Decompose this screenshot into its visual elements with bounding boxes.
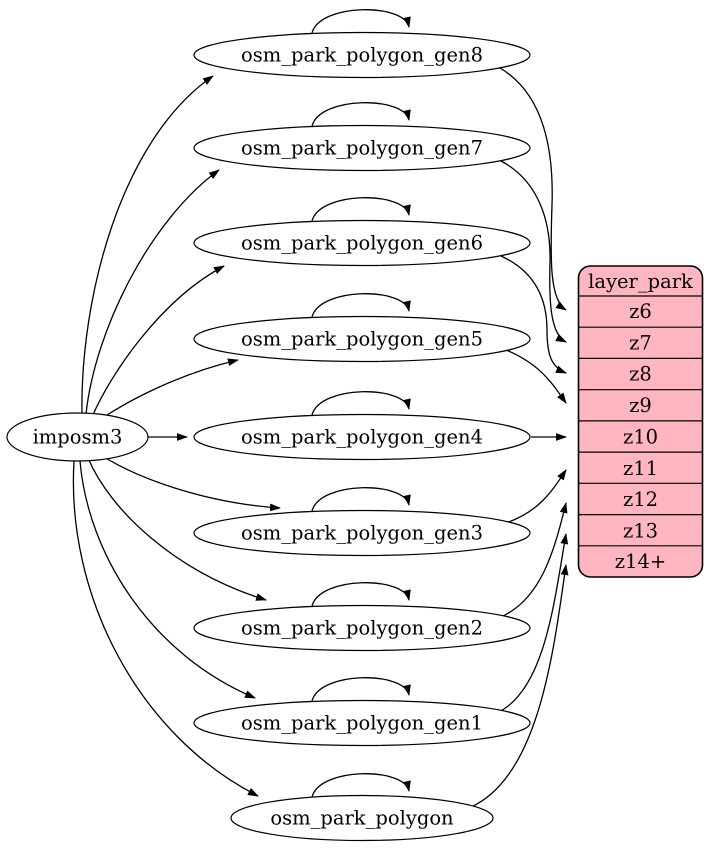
gen8-label: osm_park_polygon_gen8: [241, 44, 483, 67]
node-osm-park-polygon-gen6: osm_park_polygon_gen6: [193, 219, 531, 267]
gen3-ellipse: [193, 509, 531, 557]
node-osm-park-polygon-gen4: osm_park_polygon_gen4: [193, 413, 531, 461]
node-osm-park-polygon-gen1: osm_park_polygon_gen1: [193, 699, 531, 747]
edge-gen8-to-z6: [499, 67, 567, 311]
gen8-ellipse: [193, 31, 531, 79]
self-loops: [311, 9, 411, 798]
self-loop-gen2: [311, 582, 411, 607]
table-row-z11: z11: [623, 457, 658, 480]
table-row-z12: z12: [623, 488, 658, 511]
node-osm-park-polygon-gen8: osm_park_polygon_gen8: [193, 31, 531, 79]
edge-imposm3-to-gen6: [91, 265, 225, 418]
node-osm-park-polygon-gen7: osm_park_polygon_gen7: [193, 124, 531, 172]
self-loop-gen7: [311, 102, 411, 127]
self-loop-gen4: [311, 391, 411, 416]
layer-park-title: layer_park: [588, 270, 693, 293]
edge-imposm3-to-gen7: [85, 169, 220, 415]
edges-from-imposm3: [72, 75, 281, 797]
self-loop-gen5: [311, 293, 411, 318]
imposm3-label: imposm3: [33, 426, 123, 449]
gen2-ellipse: [193, 604, 531, 652]
gen3-label: osm_park_polygon_gen3: [241, 522, 483, 545]
gen6-ellipse: [193, 219, 531, 267]
gen7-ellipse: [193, 124, 531, 172]
edge-imposm3-to-polygon: [72, 460, 259, 797]
table-row-z13: z13: [623, 520, 658, 543]
self-loop-gen3: [311, 487, 411, 512]
gen1-label: osm_park_polygon_gen1: [241, 712, 483, 735]
edge-imposm3-to-gen8: [81, 75, 214, 415]
node-osm-park-polygon-gen3: osm_park_polygon_gen3: [193, 509, 531, 557]
self-loop-gen8: [311, 9, 411, 34]
gen6-label: osm_park_polygon_gen6: [241, 232, 483, 255]
edge-gen5-to-z9: [505, 349, 567, 404]
edge-polygon-to-z14: [470, 564, 569, 808]
edges-to-layer-park: [470, 67, 569, 808]
table-row-z6: z6: [629, 300, 652, 323]
self-loop-polygon: [311, 773, 411, 798]
edge-imposm3-to-gen1: [79, 460, 256, 699]
gen4-label: osm_park_polygon_gen4: [241, 426, 483, 449]
table-row-z8: z8: [629, 363, 652, 386]
self-loop-gen1: [311, 677, 411, 702]
edge-imposm3-to-gen2: [87, 457, 267, 601]
imposm3-ellipse: [6, 412, 149, 462]
edge-imposm3-to-gen3: [97, 452, 281, 512]
node-osm-park-polygon-gen5: osm_park_polygon_gen5: [193, 315, 531, 363]
edge-gen1-to-z13: [498, 533, 569, 713]
gen5-ellipse: [193, 315, 531, 363]
node-layer-park: layer_park z6 z7 z8 z9 z10 z11 z12 z13 z…: [577, 265, 704, 578]
gen2-label: osm_park_polygon_gen2: [241, 617, 483, 640]
polygon-label: osm_park_polygon: [270, 807, 454, 830]
edge-gen2-to-z12: [500, 502, 568, 618]
node-osm-park-polygon-gen2: osm_park_polygon_gen2: [193, 604, 531, 652]
edge-gen3-to-z11: [505, 469, 567, 524]
polygon-ellipse: [230, 794, 494, 842]
edge-gen6-to-z8: [500, 255, 567, 374]
gen5-label: osm_park_polygon_gen5: [241, 328, 483, 351]
table-row-z10: z10: [623, 426, 658, 449]
edge-gen7-to-z7: [500, 160, 567, 343]
table-row-z7: z7: [629, 332, 652, 355]
self-loop-gen6: [311, 197, 411, 222]
node-osm-park-polygon: osm_park_polygon: [230, 794, 494, 842]
gen7-label: osm_park_polygon_gen7: [241, 137, 483, 160]
node-imposm3: imposm3: [6, 412, 149, 462]
edge-imposm3-to-gen5: [97, 358, 239, 422]
table-row-z14: z14+: [615, 550, 666, 573]
gen4-ellipse: [193, 413, 531, 461]
table-row-z9: z9: [629, 394, 652, 417]
gen1-ellipse: [193, 699, 531, 747]
